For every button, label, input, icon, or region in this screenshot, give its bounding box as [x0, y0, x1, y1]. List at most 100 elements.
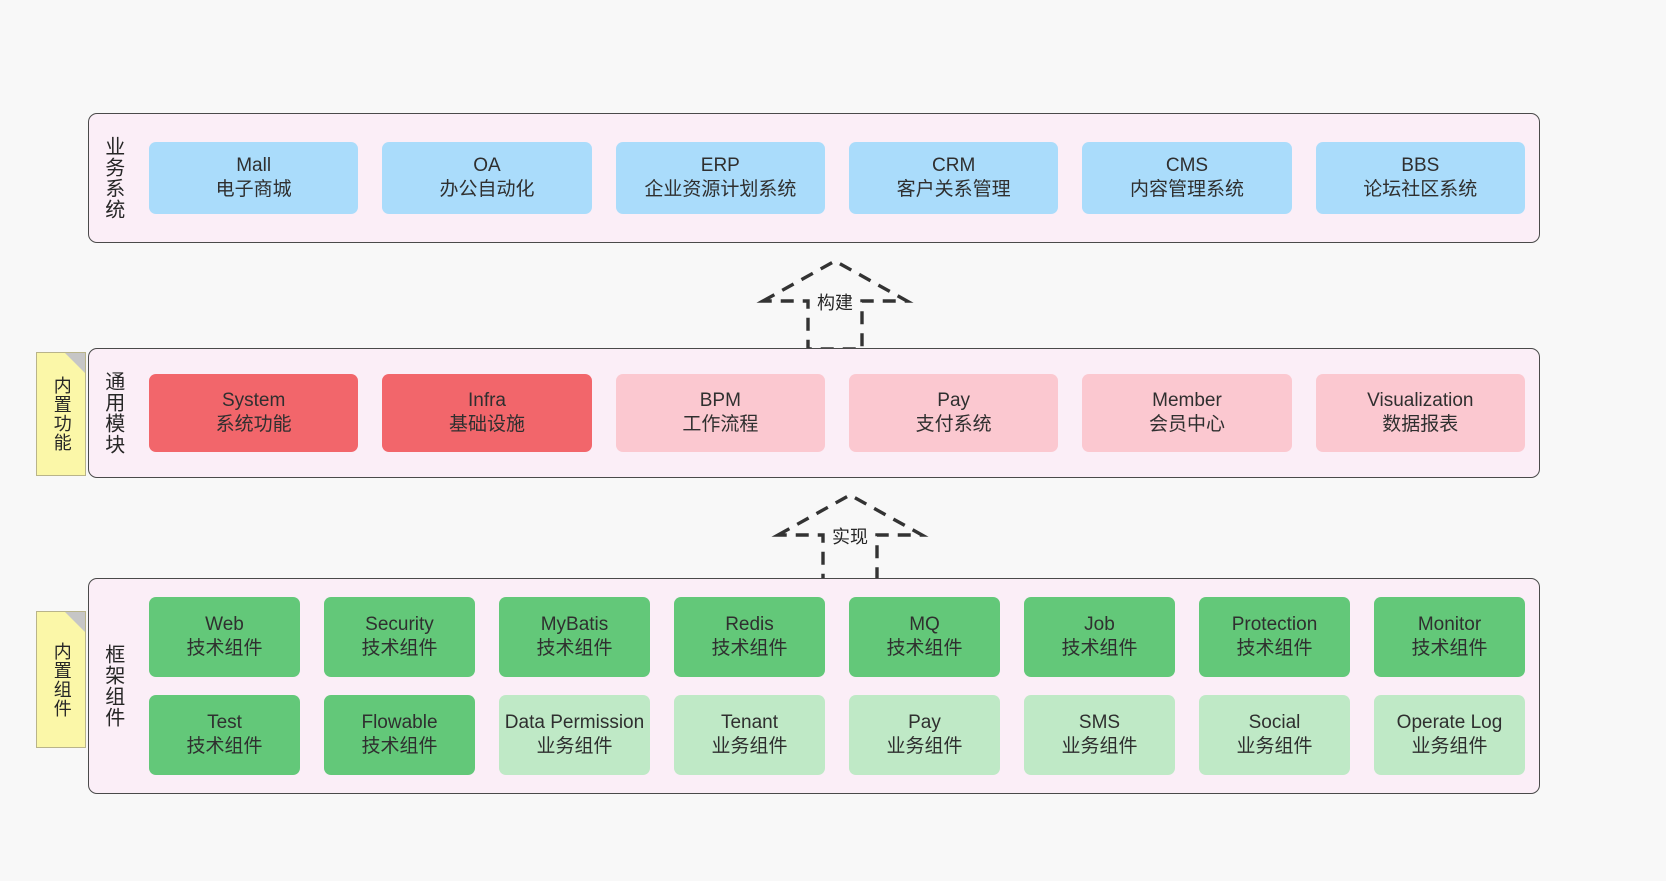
sticky-note-builtin-function: 内置功能	[36, 352, 86, 476]
card-pay-module[interactable]: Pay 支付系统	[848, 374, 1059, 452]
card-subtitle: 业务组件	[1061, 736, 1138, 757]
card-monitor[interactable]: Monitor 技术组件	[1374, 597, 1525, 677]
card-test[interactable]: Test 技术组件	[149, 695, 300, 775]
card-infra[interactable]: Infra 基础设施	[382, 374, 592, 452]
card-protection[interactable]: Protection 技术组件	[1199, 597, 1350, 677]
connector-label: 实现	[832, 527, 868, 547]
card-row: Test 技术组件 Flowable 技术组件 Data Permission …	[149, 695, 1525, 775]
card-subtitle: 客户关系管理	[896, 179, 1011, 200]
dashed-up-arrow-icon	[756, 259, 914, 351]
card-social[interactable]: Social 业务组件	[1199, 695, 1350, 775]
card-title: BBS	[1401, 154, 1440, 176]
card-subtitle: 技术组件	[1061, 638, 1138, 659]
layer-framework-components: 框架组件 Web 技术组件 Security 技术组件 MyBatis 技术组件…	[88, 578, 1540, 794]
card-title: Operate Log	[1396, 711, 1503, 733]
card-member[interactable]: Member 会员中心	[1082, 374, 1292, 452]
card-subtitle: 技术组件	[186, 736, 263, 757]
card-title: Infra	[467, 389, 506, 411]
card-subtitle: 技术组件	[1411, 638, 1488, 659]
card-subtitle: 论坛社区系统	[1363, 179, 1478, 200]
card-title: Web	[205, 613, 244, 635]
card-title: Protection	[1231, 613, 1318, 635]
card-subtitle: 业务组件	[1411, 736, 1488, 757]
card-title: CRM	[932, 154, 976, 176]
card-subtitle: 技术组件	[361, 638, 438, 659]
layer-title-business-systems: 业务系统	[101, 136, 124, 220]
card-subtitle: 业务组件	[536, 736, 613, 757]
layer-title-framework-components: 框架组件	[101, 644, 124, 728]
card-visualization[interactable]: Visualization 数据报表	[1315, 374, 1525, 452]
card-subtitle: 业务组件	[886, 736, 963, 757]
card-subtitle: 基础设施	[448, 414, 525, 435]
card-subtitle: 电子商城	[215, 179, 292, 200]
card-title: Security	[365, 613, 434, 635]
card-title: MyBatis	[540, 613, 609, 635]
card-subtitle: 系统功能	[215, 414, 292, 435]
connector-implement: 实现	[760, 487, 940, 587]
sticky-note-builtin-component: 内置组件	[36, 611, 86, 748]
layer-body-common-modules: System 系统功能 Infra 基础设施 BPM 工作流程 Pay 支付系统…	[135, 349, 1539, 477]
card-erp[interactable]: ERP 企业资源计划系统	[615, 142, 825, 214]
card-security[interactable]: Security 技术组件	[324, 597, 475, 677]
card-subtitle: 技术组件	[536, 638, 613, 659]
card-subtitle: 技术组件	[186, 638, 263, 659]
card-pay-component[interactable]: Pay 业务组件	[849, 695, 1000, 775]
card-row: System 系统功能 Infra 基础设施 BPM 工作流程 Pay 支付系统…	[149, 374, 1525, 452]
card-subtitle: 会员中心	[1148, 414, 1225, 435]
card-title: ERP	[700, 154, 740, 176]
card-title: Visualization	[1367, 389, 1474, 411]
card-data-permission[interactable]: Data Permission 业务组件	[499, 695, 650, 775]
card-row: Mall 电子商城 OA 办公自动化 ERP 企业资源计划系统 CRM 客户关系…	[149, 142, 1525, 214]
card-title: Redis	[725, 613, 774, 635]
card-system[interactable]: System 系统功能	[149, 374, 359, 452]
card-flowable[interactable]: Flowable 技术组件	[324, 695, 475, 775]
layer-title-common-modules: 通用模块	[101, 371, 124, 455]
card-title: Flowable	[361, 711, 438, 733]
connector-label: 构建	[817, 293, 853, 313]
card-subtitle: 企业资源计划系统	[644, 179, 797, 200]
card-oa[interactable]: OA 办公自动化	[382, 142, 592, 214]
layer-body-framework-components: Web 技术组件 Security 技术组件 MyBatis 技术组件 Redi…	[135, 579, 1539, 793]
card-web[interactable]: Web 技术组件	[149, 597, 300, 677]
card-title: BPM	[699, 389, 741, 411]
dashed-up-arrow-icon	[771, 493, 929, 585]
card-mq[interactable]: MQ 技术组件	[849, 597, 1000, 677]
card-bpm[interactable]: BPM 工作流程	[615, 374, 825, 452]
layer-common-modules: 通用模块 System 系统功能 Infra 基础设施 BPM 工作流程 Pay…	[88, 348, 1540, 478]
card-title: SMS	[1078, 711, 1121, 733]
card-subtitle: 业务组件	[711, 736, 788, 757]
card-title: Member	[1152, 389, 1222, 411]
card-mybatis[interactable]: MyBatis 技术组件	[499, 597, 650, 677]
card-cms[interactable]: CMS 内容管理系统	[1082, 142, 1292, 214]
sticky-note-label: 内置功能	[51, 376, 72, 452]
card-title: CMS	[1165, 154, 1209, 176]
card-title: System	[221, 389, 286, 411]
card-title: Test	[207, 711, 242, 733]
card-subtitle: 技术组件	[361, 736, 438, 757]
card-mall[interactable]: Mall 电子商城	[149, 142, 359, 214]
card-title: Social	[1248, 711, 1301, 733]
card-subtitle: 工作流程	[682, 414, 759, 435]
card-crm[interactable]: CRM 客户关系管理	[848, 142, 1059, 214]
sticky-note-label: 内置组件	[51, 641, 72, 718]
card-title: Monitor	[1417, 613, 1482, 635]
card-title: Mall	[236, 154, 272, 176]
card-sms[interactable]: SMS 业务组件	[1024, 695, 1175, 775]
card-subtitle: 支付系统	[915, 414, 992, 435]
card-subtitle: 技术组件	[1236, 638, 1313, 659]
card-subtitle: 办公自动化	[439, 179, 535, 200]
card-subtitle: 内容管理系统	[1129, 179, 1244, 200]
card-title: Pay	[937, 389, 971, 411]
card-subtitle: 数据报表	[1382, 414, 1459, 435]
card-subtitle: 技术组件	[711, 638, 788, 659]
card-job[interactable]: Job 技术组件	[1024, 597, 1175, 677]
card-operate-log[interactable]: Operate Log 业务组件	[1374, 695, 1525, 775]
card-row: Web 技术组件 Security 技术组件 MyBatis 技术组件 Redi…	[149, 597, 1525, 677]
card-title: Job	[1084, 613, 1115, 635]
card-redis[interactable]: Redis 技术组件	[674, 597, 825, 677]
connector-build: 构建	[745, 253, 925, 353]
card-tenant[interactable]: Tenant 业务组件	[674, 695, 825, 775]
card-title: Tenant	[720, 711, 779, 733]
card-bbs[interactable]: BBS 论坛社区系统	[1315, 142, 1525, 214]
card-title: Data Permission	[504, 711, 645, 733]
